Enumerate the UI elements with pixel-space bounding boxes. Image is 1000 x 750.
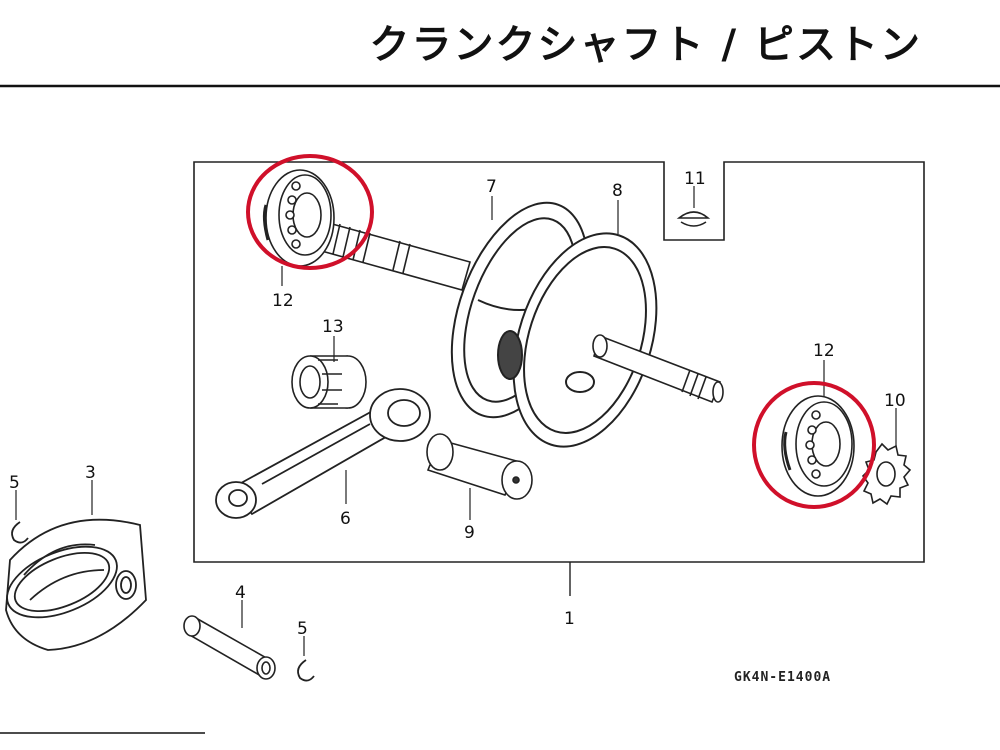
piston-pin-clip-right: [297, 659, 315, 682]
label-piston-pin-clip-left: 5: [9, 473, 20, 493]
diagram-code: GK4N-E1400A: [734, 670, 832, 685]
label-timing-gear: 10: [884, 391, 906, 411]
label-crankshaft-assy: 1: [564, 609, 575, 629]
label-needle-bearing: 13: [322, 317, 344, 337]
timing-gear: [861, 442, 912, 506]
needle-bearing: [291, 355, 367, 409]
highlight-circle-bearing-right: [752, 381, 876, 509]
crankshaft-left-shaft: [317, 221, 471, 291]
label-crank-weight-left: 7: [486, 177, 497, 197]
piston: [5, 518, 147, 651]
woodruff-key: [676, 211, 711, 227]
highlight-circle-bearing-left: [246, 154, 374, 270]
label-connecting-rod: 6: [340, 509, 351, 529]
assembly-bracket: [193, 161, 925, 563]
leader-lines: [15, 186, 897, 656]
piston-pin: [183, 615, 276, 680]
connecting-rod: [215, 388, 431, 519]
crank-pin: [426, 433, 533, 500]
bearing-left: [262, 169, 335, 267]
label-crank-weight-right: 8: [612, 181, 623, 201]
label-bearing-right: 12: [813, 341, 835, 361]
label-crank-pin: 9: [464, 523, 475, 543]
label-piston-pin: 4: [235, 583, 246, 603]
label-piston-pin-clip-right: 5: [297, 619, 308, 639]
label-piston: 3: [85, 463, 96, 483]
piston-pin-clip-left: [11, 521, 29, 544]
label-woodruff-key: 11: [684, 169, 706, 189]
highlight-circles: [246, 154, 876, 509]
bearing-right: [781, 395, 855, 497]
label-bearing-left: 12: [272, 291, 294, 311]
crank-weight-right: [497, 232, 658, 448]
diagram-title: クランクシャフト / ピストン: [369, 22, 922, 68]
crankshaft-right-shaft: [592, 334, 724, 404]
